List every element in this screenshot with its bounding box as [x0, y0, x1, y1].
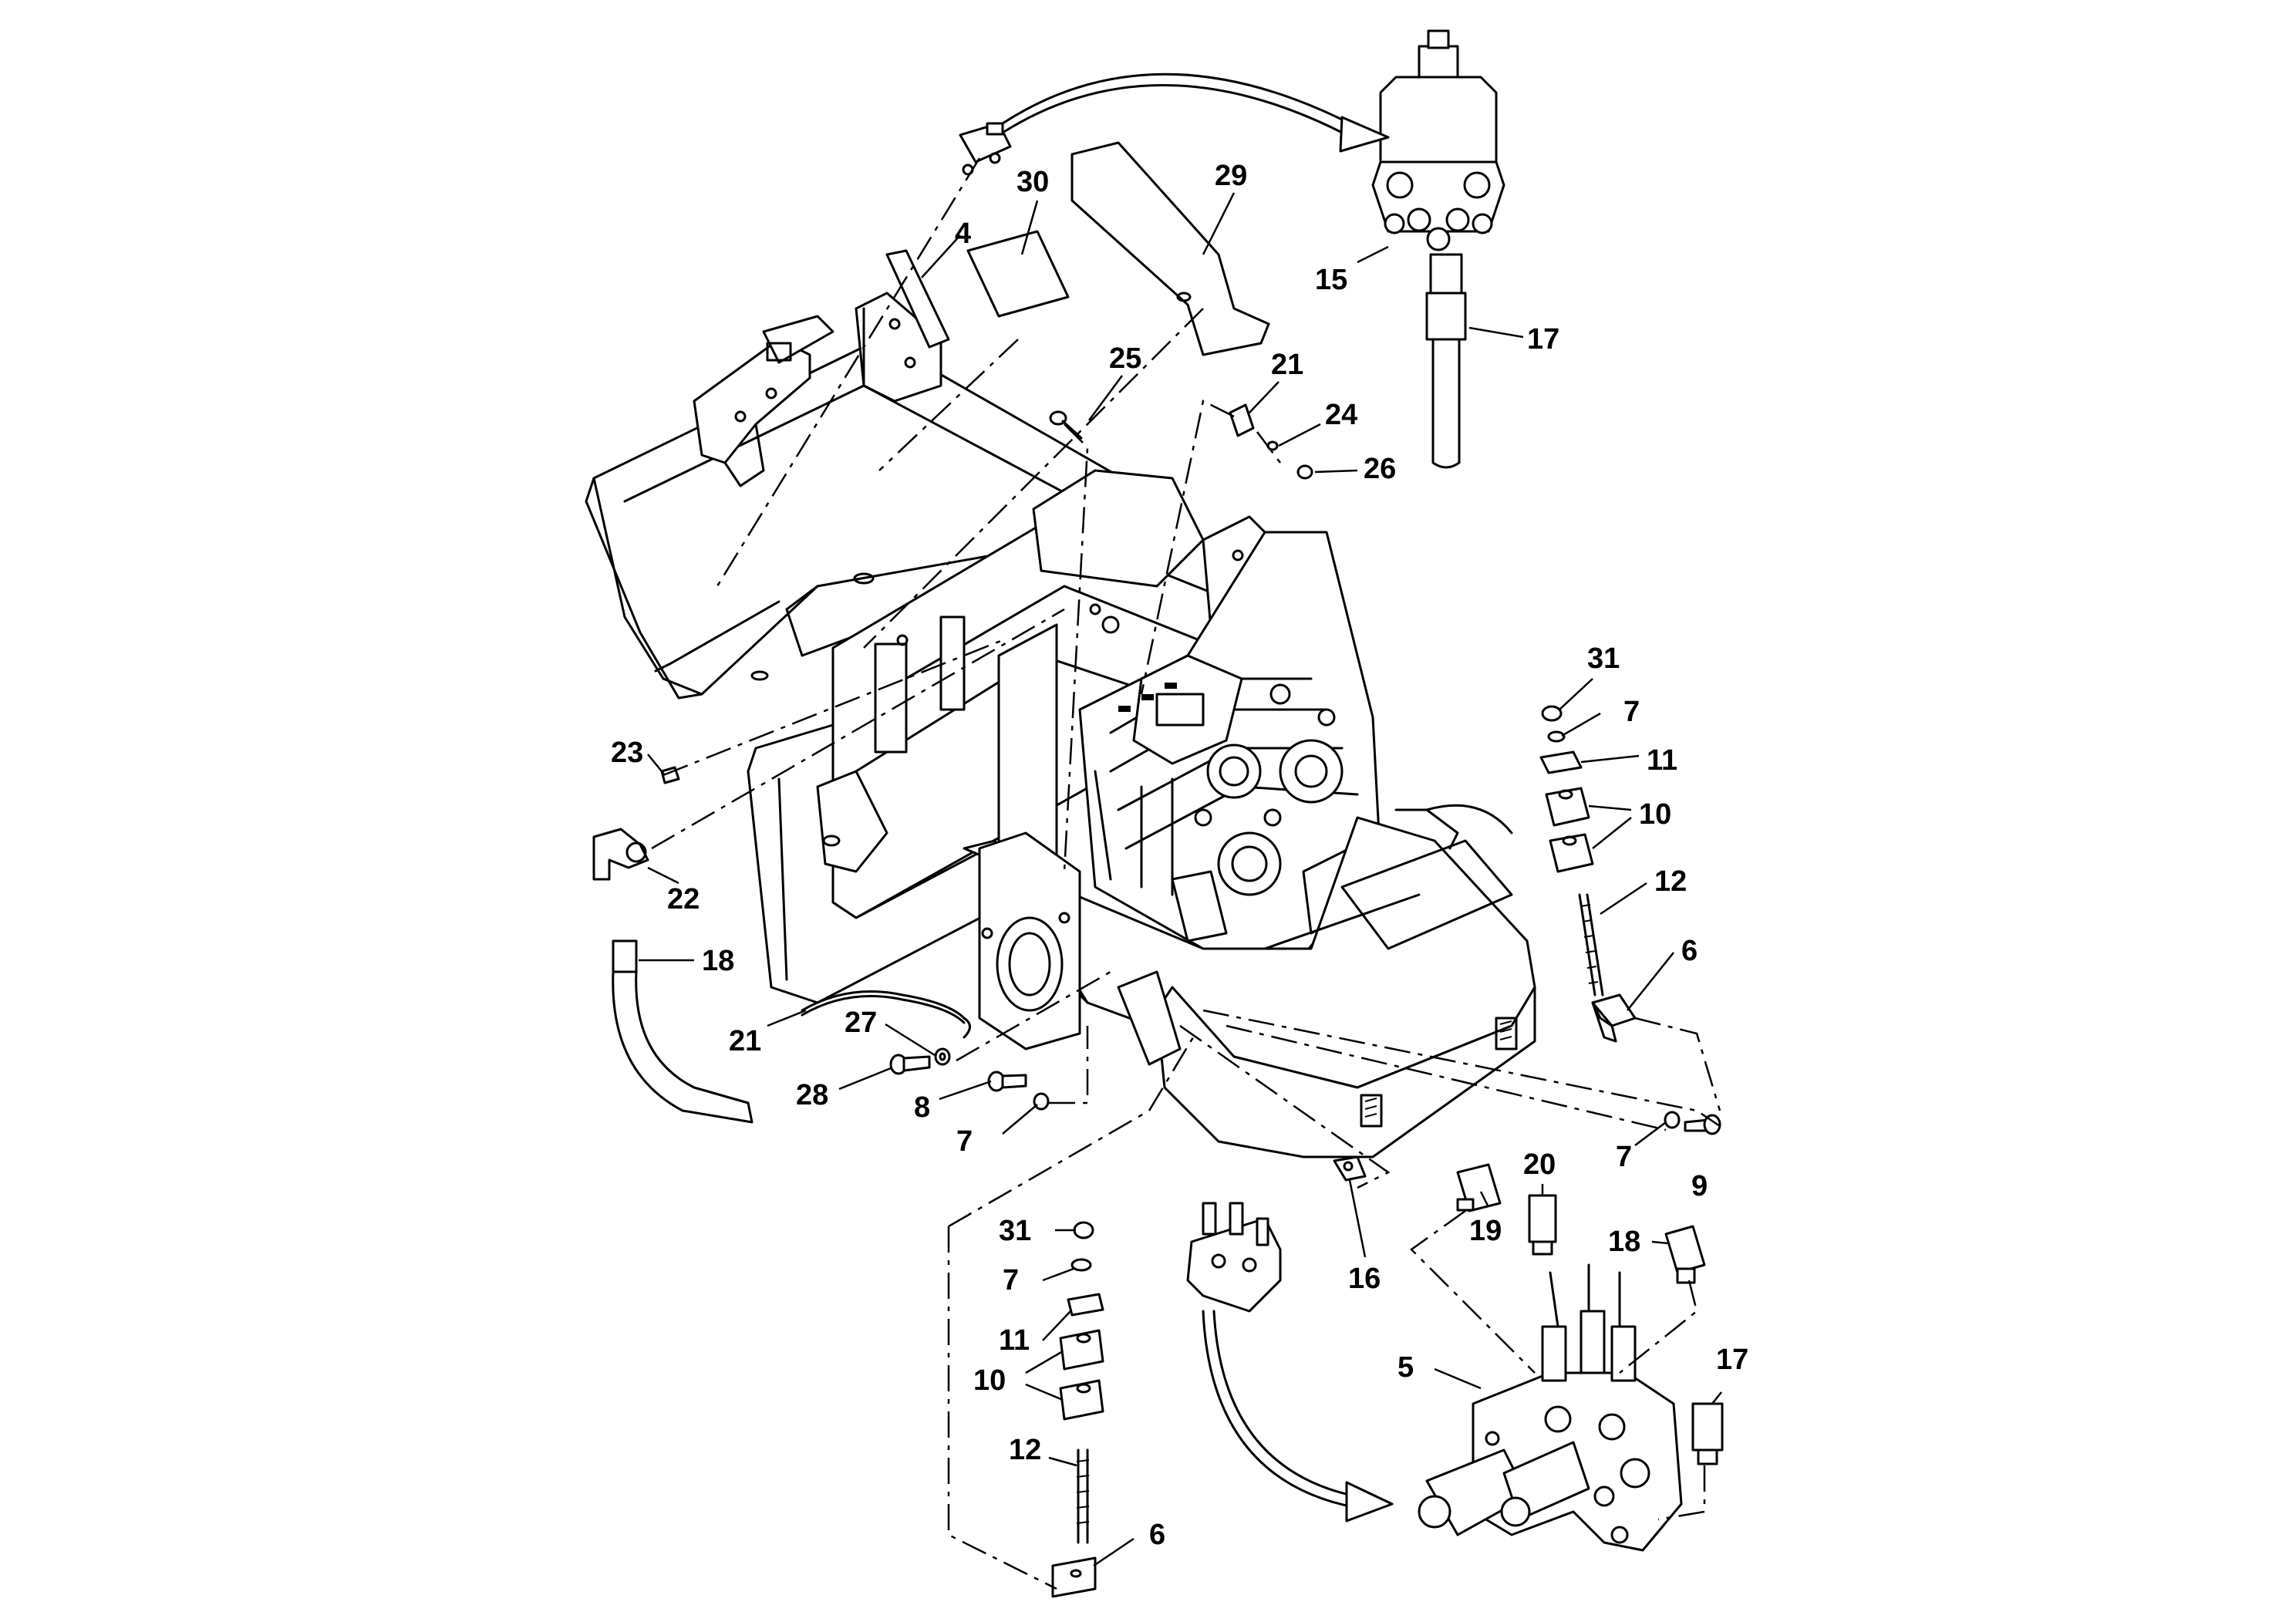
curved-arrow-top	[1001, 73, 1390, 153]
callout-19: 19	[1469, 1215, 1502, 1247]
callout-16: 16	[1348, 1263, 1381, 1295]
bolt-28	[889, 1054, 931, 1075]
hose-18-left	[612, 939, 754, 1124]
washer-27	[934, 1047, 951, 1066]
callout-11-left: 11	[999, 1324, 1030, 1357]
callout-24: 24	[1325, 399, 1357, 431]
callout-31-left: 31	[999, 1215, 1031, 1247]
bolt-9	[1684, 1114, 1721, 1135]
hose-17-top	[1425, 253, 1467, 469]
callout-9: 9	[1691, 1170, 1708, 1202]
callout-22: 22	[667, 883, 700, 916]
label-plate-30	[966, 230, 1070, 318]
seat-switch-small	[959, 122, 1012, 176]
callout-7-left-stack: 7	[1003, 1264, 1019, 1297]
callout-labels: 30 29 4 15 17 25 21 24 26 31 7 11 10 12 …	[611, 160, 1748, 1551]
filter-cartridge-19	[1456, 1163, 1502, 1212]
callout-5: 5	[1397, 1351, 1414, 1384]
clip-16	[1333, 1155, 1367, 1182]
leader-lines	[639, 192, 1722, 1567]
callout-6-right: 6	[1681, 935, 1698, 967]
washer-7-left	[1033, 1092, 1050, 1111]
bolt-8	[987, 1071, 1027, 1092]
engine-mount-plate	[978, 831, 1081, 1050]
callout-18-right: 18	[1608, 1226, 1640, 1258]
seat-bracket-left	[693, 315, 834, 487]
cover-plate-29	[1070, 141, 1270, 356]
callout-7-right-stack: 7	[1623, 696, 1640, 728]
callout-10-right: 10	[1639, 798, 1671, 831]
assembly-dash-lines	[651, 157, 1721, 1590]
callout-25: 25	[1109, 342, 1141, 375]
callout-17-top: 17	[1527, 323, 1559, 356]
curved-arrow-bottom	[1202, 1310, 1394, 1523]
callout-31-right: 31	[1587, 642, 1620, 675]
bolt-25	[1049, 410, 1083, 440]
callout-6-left: 6	[1149, 1519, 1165, 1551]
callout-21-cable: 21	[729, 1025, 761, 1057]
valve-block-5	[1418, 1263, 1683, 1552]
callout-11-right: 11	[1647, 744, 1677, 777]
mount-stack-right	[1539, 705, 1637, 1043]
nut-26	[1296, 464, 1313, 480]
valve-block-16	[1186, 1202, 1282, 1313]
clip-21-top	[1229, 403, 1255, 437]
callout-10-left: 10	[973, 1364, 1006, 1397]
filter-cartridge-17-right	[1691, 1402, 1724, 1465]
filter-cartridge-18-right	[1664, 1225, 1706, 1284]
filter-cartridge-20	[1528, 1194, 1557, 1256]
callout-4: 4	[955, 218, 971, 250]
callout-15: 15	[1315, 264, 1347, 296]
callout-18-left: 18	[702, 945, 734, 977]
callout-28: 28	[796, 1079, 828, 1111]
callout-8: 8	[914, 1091, 930, 1124]
mount-stack-left	[1051, 1221, 1104, 1598]
cable-21	[801, 990, 971, 1039]
callout-7-right: 7	[1616, 1141, 1632, 1173]
seat-bracket-right	[855, 249, 950, 403]
filter-housing-15	[1371, 29, 1505, 251]
callout-20: 20	[1523, 1148, 1556, 1181]
engine-base-housing	[963, 804, 1536, 1158]
callout-29: 29	[1215, 160, 1247, 192]
callout-21-top: 21	[1271, 349, 1303, 381]
elbow-fitting-22	[592, 828, 649, 881]
callout-7-center: 7	[956, 1125, 973, 1158]
callout-26: 26	[1364, 453, 1396, 485]
washer-7-right	[1664, 1111, 1681, 1129]
callout-23: 23	[611, 737, 643, 769]
callout-17-bottom: 17	[1716, 1344, 1748, 1376]
callout-12-right: 12	[1654, 865, 1687, 898]
callout-12-left: 12	[1009, 1434, 1041, 1466]
callout-27: 27	[845, 1007, 877, 1039]
callout-30: 30	[1017, 166, 1049, 198]
engine	[1078, 531, 1382, 966]
